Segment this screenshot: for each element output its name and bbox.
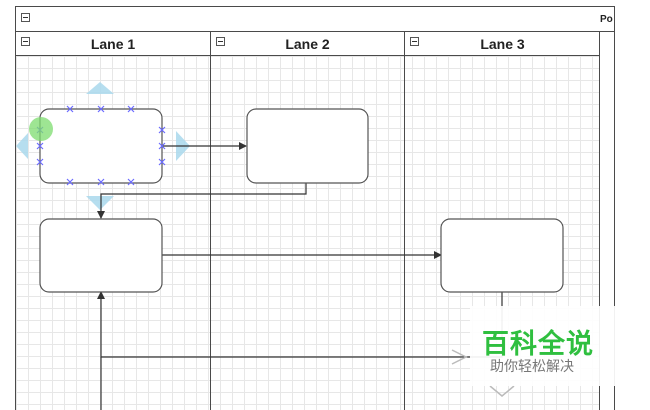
connection-point-icon[interactable] <box>29 117 53 141</box>
connector-2-to-3[interactable] <box>97 183 307 219</box>
watermark-subtitle: 助你轻松解决 <box>490 359 574 375</box>
lane-2-header[interactable]: Lane 2 <box>211 32 404 56</box>
lane-1-header[interactable]: Lane 1 <box>16 32 210 56</box>
pool-container[interactable] <box>15 6 615 410</box>
lane-3-title: Lane 3 <box>480 36 525 52</box>
process-shape-4[interactable] <box>440 218 564 293</box>
partial-hover-arrow-left-icon <box>451 349 468 365</box>
lane-1-collapse-icon[interactable] <box>21 37 30 46</box>
lane-divider-1 <box>210 32 211 410</box>
partial-hover-arrow-down-icon <box>489 385 515 397</box>
lane-3-collapse-icon[interactable] <box>410 37 419 46</box>
connector-4-back-to-3[interactable] <box>97 291 503 358</box>
watermark-title: 百科全说 <box>482 329 594 360</box>
process-shape-1-selected[interactable] <box>39 108 163 184</box>
process-shape-3[interactable] <box>39 218 163 293</box>
lane-1-title: Lane 1 <box>90 36 136 52</box>
arrow-left-icon[interactable] <box>16 133 28 159</box>
watermark: 百科全说 助你轻松解决 <box>470 306 630 386</box>
lane-divider-3 <box>599 32 600 410</box>
arrow-up-icon[interactable] <box>86 82 114 94</box>
pool-collapse-icon[interactable] <box>21 13 30 22</box>
lane-2-title: Lane 2 <box>285 36 330 52</box>
lane-2-collapse-icon[interactable] <box>216 37 225 46</box>
pool-title: Po <box>600 14 613 25</box>
lane-3-header[interactable]: Lane 3 <box>405 32 600 56</box>
pool-header[interactable]: Po <box>16 7 614 32</box>
process-shape-2[interactable] <box>246 108 369 184</box>
arrow-down-icon[interactable] <box>86 196 114 210</box>
lane-divider-2 <box>404 32 405 410</box>
